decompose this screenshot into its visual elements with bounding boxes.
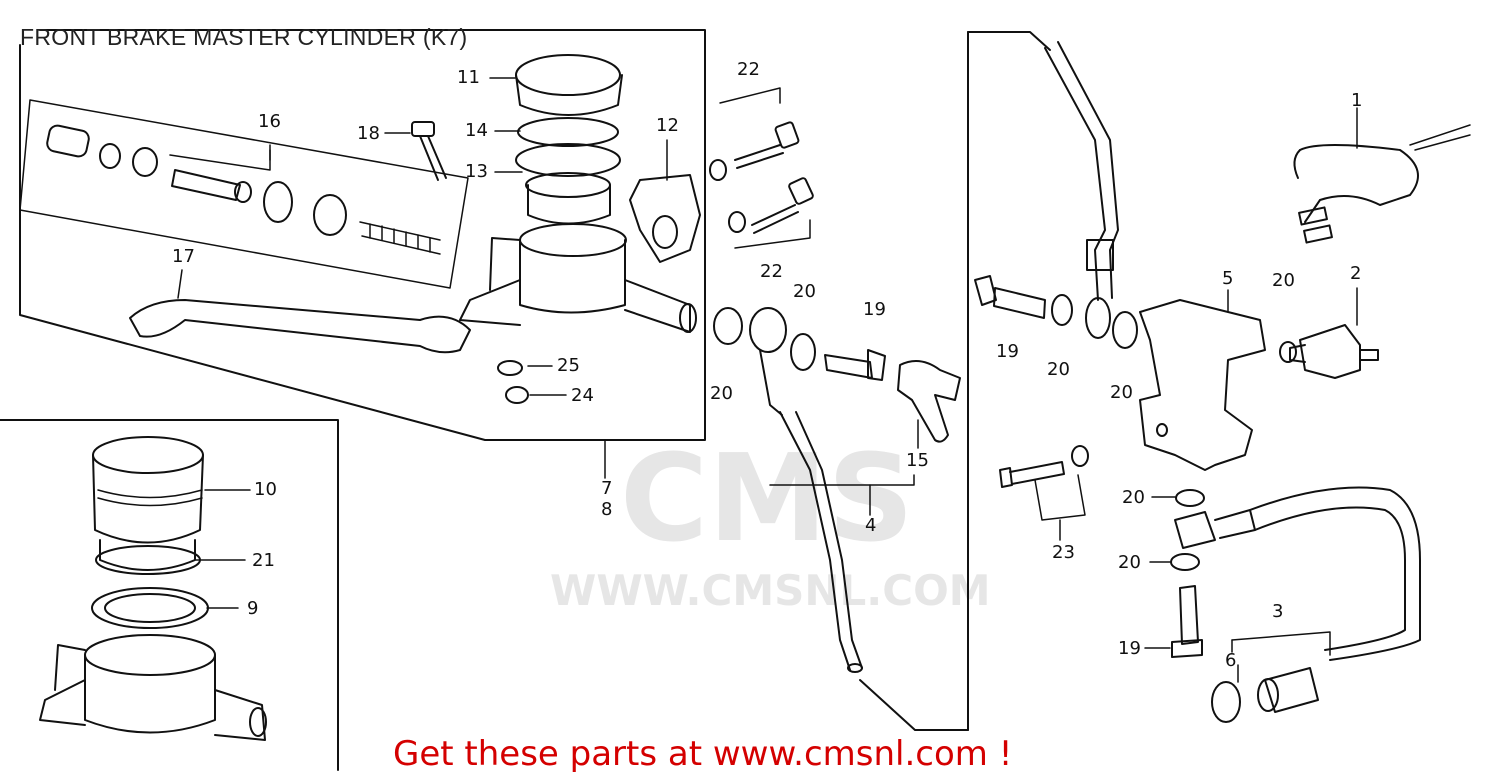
lever-holder (629, 174, 701, 263)
part-label-22-top: 22 (737, 59, 760, 80)
part-label-2: 2 (1350, 263, 1362, 284)
watermark-url: WWW.CMSNL.COM (550, 566, 991, 615)
master-cylinder-body (459, 54, 697, 333)
joint-mount-bolt (999, 445, 1089, 521)
switch-wire-harness (1293, 124, 1471, 244)
repair-kit-box (19, 99, 469, 289)
part-label-22-bottom: 22 (760, 261, 783, 282)
part-label-8: 8 (601, 499, 613, 520)
part-label-15: 15 (906, 450, 929, 471)
part-label-4: 4 (865, 515, 877, 536)
part-label-17: 17 (172, 246, 195, 267)
part-label-6: 6 (1225, 650, 1237, 671)
part-label-21: 21 (252, 550, 275, 571)
part-label-12: 12 (656, 115, 679, 136)
brake-hose-joint (897, 360, 961, 443)
part-label-20-g: 20 (1118, 552, 1141, 573)
brake-light-switch (1289, 324, 1379, 379)
part-label-5: 5 (1222, 268, 1234, 289)
part-label-11: 11 (457, 67, 480, 88)
part-label-16: 16 (258, 111, 281, 132)
inset-cylinder-detail (39, 436, 267, 741)
part-label-13: 13 (465, 161, 488, 182)
diagram-title: FRONT BRAKE MASTER CYLINDER (K7) (20, 24, 468, 50)
small-washers (497, 360, 567, 404)
part-label-24: 24 (571, 385, 594, 406)
watermark-logo: CMS (620, 430, 914, 569)
part-label-20-f: 20 (1122, 487, 1145, 508)
front-brake-hose-upper (713, 307, 863, 673)
speedometer-cable (1170, 486, 1421, 723)
part-label-25: 25 (557, 355, 580, 376)
part-label-3: 3 (1272, 601, 1284, 622)
part-label-20-c: 20 (1047, 359, 1070, 380)
inset-box-outline (0, 419, 339, 771)
part-label-7: 7 (601, 478, 613, 499)
oil-bolt-left (824, 349, 886, 381)
part-label-20-a: 20 (710, 383, 733, 404)
footer-link-text[interactable]: Get these parts at www.cmsnl.com ! (393, 734, 1013, 774)
hose-bracket-outline (859, 31, 1051, 731)
part-label-18: 18 (357, 123, 380, 144)
holder-bolts (709, 87, 814, 249)
part-label-1: 1 (1351, 90, 1363, 111)
part-label-14: 14 (465, 120, 488, 141)
part-label-20-b: 20 (793, 281, 816, 302)
sealing-washers-right (1051, 294, 1297, 363)
part-label-19-left: 19 (863, 299, 886, 320)
part-label-23: 23 (1052, 542, 1075, 563)
part-label-9: 9 (247, 598, 259, 619)
oil-bolt-right (974, 275, 1046, 319)
assembly-box-outline (19, 29, 706, 441)
part-label-20-d: 20 (1110, 382, 1133, 403)
brake-lever (129, 269, 471, 354)
reservoir-screw (411, 121, 447, 181)
part-label-20-e: 20 (1272, 270, 1295, 291)
part-label-19-bottom: 19 (1118, 638, 1141, 659)
leader-lines (169, 77, 1358, 683)
part-label-10: 10 (254, 479, 277, 500)
part-label-19-right: 19 (996, 341, 1019, 362)
three-way-joint (1139, 299, 1266, 471)
front-brake-hose-lower (1044, 41, 1119, 301)
